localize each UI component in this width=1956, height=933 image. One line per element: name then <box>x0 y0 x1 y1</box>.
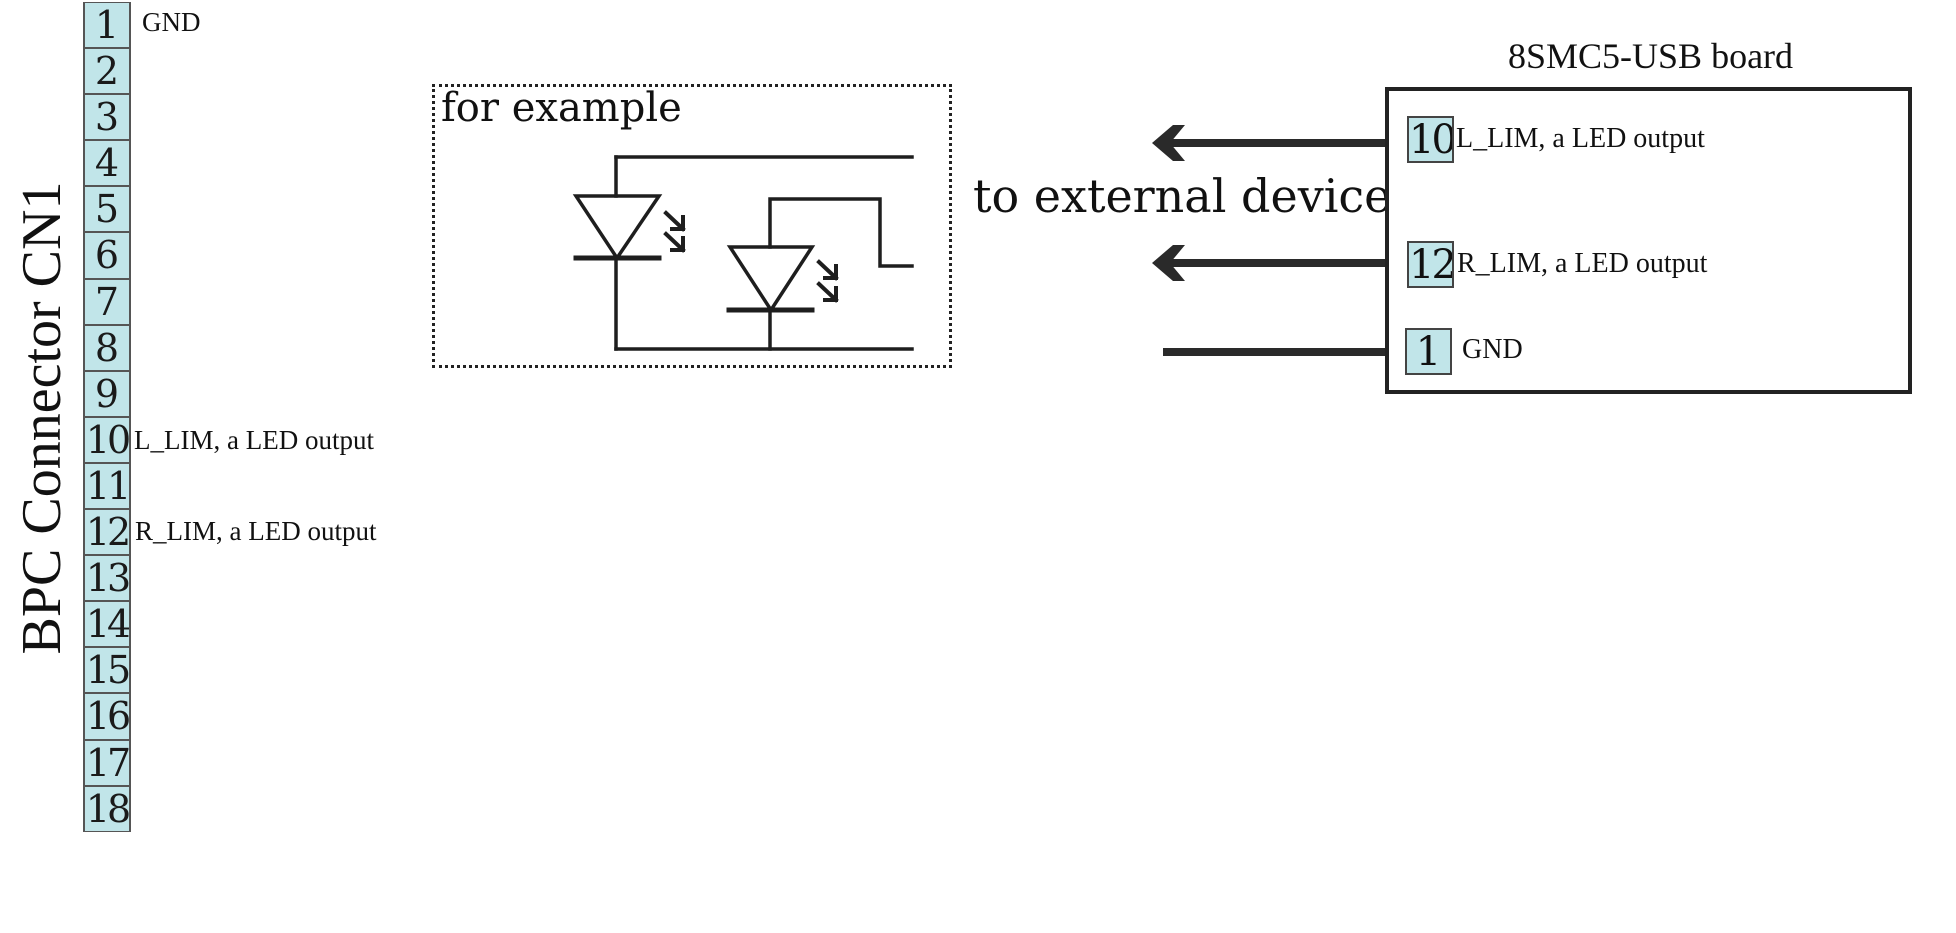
connector-pin-10: 10 <box>83 416 131 463</box>
board-pin-12: 12 <box>1407 241 1454 288</box>
pin-12-label: R_LIM, a LED output <box>135 516 377 546</box>
example-box <box>432 84 952 368</box>
board-title: 8SMC5-USB board <box>1508 36 1794 76</box>
connector-pin-5: 5 <box>83 186 131 233</box>
connector-pin-4: 4 <box>83 140 131 187</box>
led-1-light-arrows <box>663 210 686 253</box>
connector-pin-1: 1 <box>83 2 131 49</box>
example-title: for example <box>441 85 682 131</box>
led-2-triangle <box>726 245 816 314</box>
connector-pin-13: 13 <box>83 555 131 602</box>
led-1-triangle <box>572 194 663 262</box>
pin-1-label: GND <box>142 7 201 37</box>
external-device-label: to external device <box>973 169 1392 223</box>
connector-pin-17: 17 <box>83 739 131 786</box>
connector-pin-6: 6 <box>83 232 131 279</box>
board-pin-1: 1 <box>1405 328 1452 375</box>
connector-pin-3: 3 <box>83 94 131 141</box>
led-1-icon <box>572 155 914 351</box>
board-box <box>1385 87 1912 394</box>
connector-pin-11: 11 <box>83 462 131 510</box>
connector-pin-2: 2 <box>83 48 131 95</box>
connector-pin-18: 18 <box>83 785 131 832</box>
r-lim-arrow-icon <box>1152 245 1185 281</box>
connector-pin-14: 14 <box>83 601 131 648</box>
connector-pin-15: 15 <box>83 647 131 694</box>
board-pin-12-label: R_LIM, a LED output <box>1457 248 1708 279</box>
board-pin-1-label: GND <box>1462 334 1523 365</box>
led-2-upper-wire <box>768 197 914 268</box>
board-pin-10-label: L_LIM, a LED output <box>1456 123 1705 154</box>
pin-10-label: L_LIM, a LED output <box>134 425 374 455</box>
led-2-icon <box>726 197 914 351</box>
connector-pin-12: 12 <box>83 509 131 556</box>
led-2-light-arrows <box>816 259 839 303</box>
connector-pin-9: 9 <box>83 370 131 417</box>
connector-pin-8: 8 <box>83 324 131 371</box>
connector-pin-7: 7 <box>83 278 131 325</box>
connector-pin-16: 16 <box>83 693 131 740</box>
l-lim-arrow-icon <box>1152 125 1185 161</box>
board-pin-10: 10 <box>1407 116 1454 163</box>
